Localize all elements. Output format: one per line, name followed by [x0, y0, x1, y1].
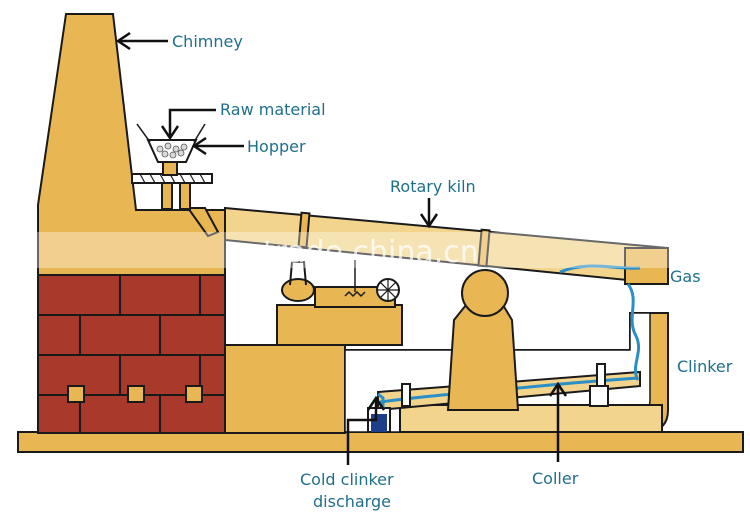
brick-base	[37, 274, 226, 434]
furnace-body	[224, 344, 346, 434]
raw-material-pile	[156, 142, 188, 159]
hopper-support-left	[161, 182, 173, 210]
label-hopper: Hopper	[247, 137, 306, 156]
hopper-lip-left	[136, 123, 151, 143]
chimney-shape	[37, 13, 226, 276]
kiln-roller	[461, 269, 509, 317]
watermark-text: trade.china.cn	[263, 235, 479, 270]
label-rotary-kiln: Rotary kiln	[390, 177, 476, 196]
base-floor	[17, 431, 744, 453]
cooler-water-flow	[379, 376, 639, 404]
hopper	[146, 139, 198, 163]
label-chimney: Chimney	[172, 32, 243, 51]
kiln-hood	[624, 247, 669, 285]
label-raw-material: Raw material	[220, 100, 326, 119]
drive-platform	[276, 304, 403, 346]
hopper-neck	[162, 161, 178, 176]
kiln-band-1	[297, 211, 311, 249]
hopper-lip-right	[193, 123, 206, 143]
clinker-fall	[626, 283, 641, 381]
label-clinker: Clinker	[677, 357, 733, 376]
cooler-ring-left	[401, 383, 411, 407]
label-gas: Gas	[670, 267, 701, 286]
discharge-box-inner	[371, 414, 387, 432]
kiln-band-2	[477, 228, 491, 268]
rotary-kiln-arrow	[419, 198, 439, 229]
gas-flow	[559, 264, 641, 274]
coller-arrow	[548, 381, 568, 462]
label-cold-clinker-line2: discharge	[313, 492, 391, 511]
cooler-support	[589, 385, 609, 407]
cooler-base	[399, 404, 663, 433]
feed-chute	[186, 207, 220, 238]
hopper-arrow	[191, 136, 244, 156]
label-coller: Coller	[532, 469, 579, 488]
label-cold-clinker-line1: Cold clinker	[300, 470, 394, 489]
hopper-support-right	[179, 182, 191, 210]
gear-spokes	[377, 279, 399, 301]
cooler-ring-right	[596, 363, 606, 387]
cold-clinker-stream	[377, 392, 385, 408]
kiln-tyre-ring	[281, 278, 315, 302]
raw-material-arrow	[160, 108, 216, 141]
cold-clinker-arrow	[346, 395, 386, 465]
drive-spring	[344, 260, 366, 298]
chimney-arrow	[115, 31, 168, 51]
watermark-band	[0, 232, 750, 268]
tyre-hanger	[289, 261, 307, 286]
